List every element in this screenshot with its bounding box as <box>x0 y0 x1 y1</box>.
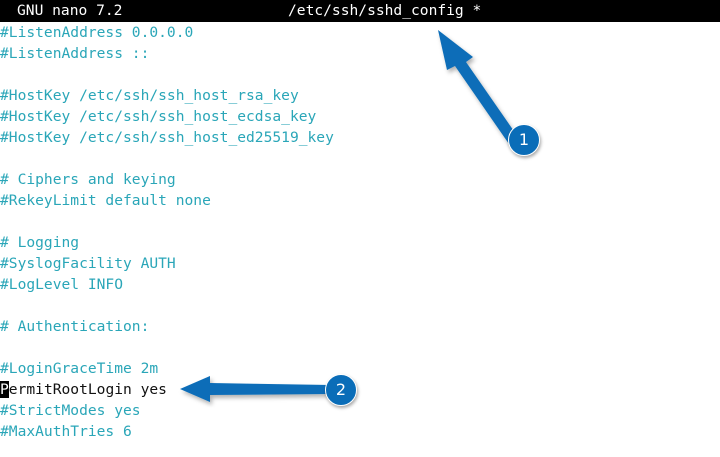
config-line[interactable]: #HostKey /etc/ssh/ssh_host_rsa_key <box>0 87 299 104</box>
config-line[interactable]: #HostKey /etc/ssh/ssh_host_ed25519_key <box>0 129 334 146</box>
config-line[interactable]: # Logging <box>0 234 80 251</box>
blank-line[interactable] <box>0 211 720 232</box>
config-line[interactable]: #RekeyLimit default none <box>0 192 211 209</box>
config-line[interactable]: #LoginGraceTime 2m <box>0 360 159 377</box>
app-version: GNU nano 7.2 <box>17 2 123 19</box>
line-text: ermitRootLogin yes <box>8 381 167 398</box>
config-line[interactable]: # Ciphers and keying <box>0 171 176 188</box>
config-line[interactable]: #HostKey /etc/ssh/ssh_host_ecdsa_key <box>0 108 317 125</box>
nano-title-bar: GNU nano 7.2 /etc/ssh/sshd_config * <box>0 0 720 22</box>
config-line[interactable]: #LogLevel INFO <box>0 276 124 293</box>
config-line[interactable]: #StrictModes yes <box>0 402 141 419</box>
blank-line[interactable] <box>0 295 720 316</box>
text-cursor: P <box>0 381 9 398</box>
blank-line[interactable] <box>0 64 720 85</box>
config-line[interactable]: #SyslogFacility AUTH <box>0 255 176 272</box>
file-name: /etc/ssh/sshd_config * <box>288 2 482 19</box>
config-line[interactable]: #ListenAddress :: <box>0 45 150 62</box>
permit-root-login-line[interactable]: PermitRootLogin yes <box>0 379 720 400</box>
editor-text-area[interactable]: #ListenAddress 0.0.0.0 #ListenAddress ::… <box>0 22 720 442</box>
config-line[interactable]: #MaxAuthTries 6 <box>0 423 132 440</box>
config-line[interactable]: # Authentication: <box>0 318 150 335</box>
config-line[interactable]: #ListenAddress 0.0.0.0 <box>0 24 194 41</box>
blank-line[interactable] <box>0 148 720 169</box>
blank-line[interactable] <box>0 337 720 358</box>
